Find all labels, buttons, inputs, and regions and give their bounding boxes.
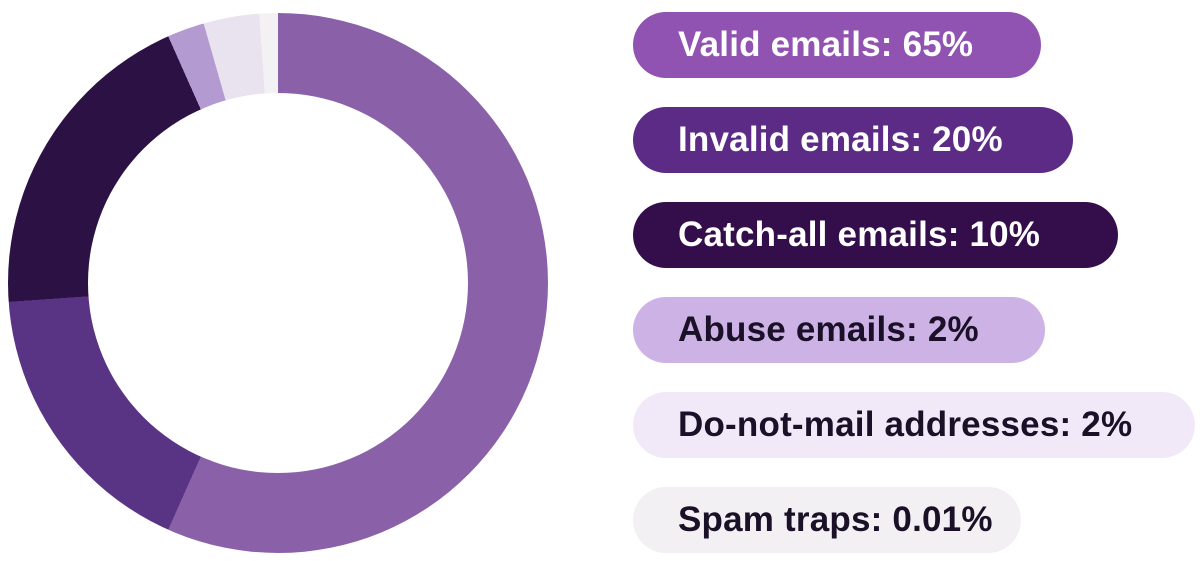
legend-pill-label: Invalid emails: 20% bbox=[678, 120, 1003, 159]
legend-pill-valid-emails: Valid emails: 65% bbox=[633, 12, 1041, 78]
donut-chart bbox=[8, 13, 548, 553]
legend-pill-do-not-mail-addresses: Do-not-mail addresses: 2% bbox=[633, 392, 1195, 458]
legend-pill-label: Catch-all emails: 10% bbox=[678, 215, 1041, 254]
legend-pill-label: Spam traps: 0.01% bbox=[678, 500, 993, 539]
legend-pill-label: Do-not-mail addresses: 2% bbox=[678, 405, 1133, 444]
legend-pill-abuse-emails: Abuse emails: 2% bbox=[633, 297, 1045, 363]
legend-pill-catch-all-emails: Catch-all emails: 10% bbox=[633, 202, 1118, 268]
legend: Valid emails: 65% Invalid emails: 20% Ca… bbox=[633, 12, 1195, 553]
legend-pill-spam-traps: Spam traps: 0.01% bbox=[633, 487, 1021, 553]
legend-pill-label: Abuse emails: 2% bbox=[678, 310, 979, 349]
legend-pill-label: Valid emails: 65% bbox=[678, 25, 974, 64]
donut-hole bbox=[88, 93, 468, 473]
legend-pill-invalid-emails: Invalid emails: 20% bbox=[633, 107, 1073, 173]
